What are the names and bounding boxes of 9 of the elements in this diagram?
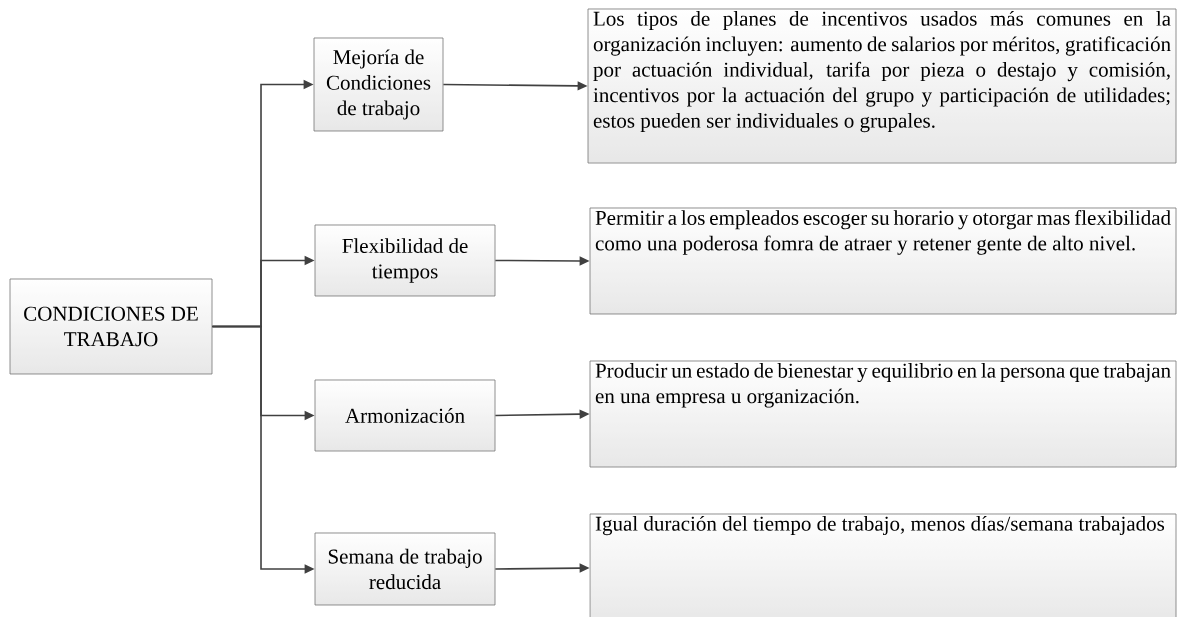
topic-box: Flexibilidad de tiempos	[314, 224, 496, 297]
description-box: Producir un estado de bienestar y equilibrio en la persona que trabajan en una empresa u organización.	[589, 360, 1177, 468]
description-box: Igual duración del tiempo de trabajo, menos días/semana trabajados	[589, 513, 1177, 617]
description-box: Los tipos de planes de incentivos usados más comunes en la organización incluyen: aumento de salarios por méritos, gratificación por actuación individual, tarifa por pieza o destajo y comisión, incentivos por la actuación del grupo y participación de utilidades; estos pueden ser individuales o grupales.	[587, 8, 1177, 164]
description-box: Permitir a los empleados escoger su horario y otorgar mas flexibilidad como una poderosa fomra de atraer y retener gente de alto nivel.	[589, 207, 1177, 315]
topic-box: Semana de trabajo reducida	[314, 532, 496, 606]
topic-box: Mejoría de Condiciones de trabajo	[313, 37, 444, 132]
root-box: CONDICIONES DE TRABAJO	[9, 278, 213, 375]
topic-box: Armonización	[314, 379, 496, 452]
